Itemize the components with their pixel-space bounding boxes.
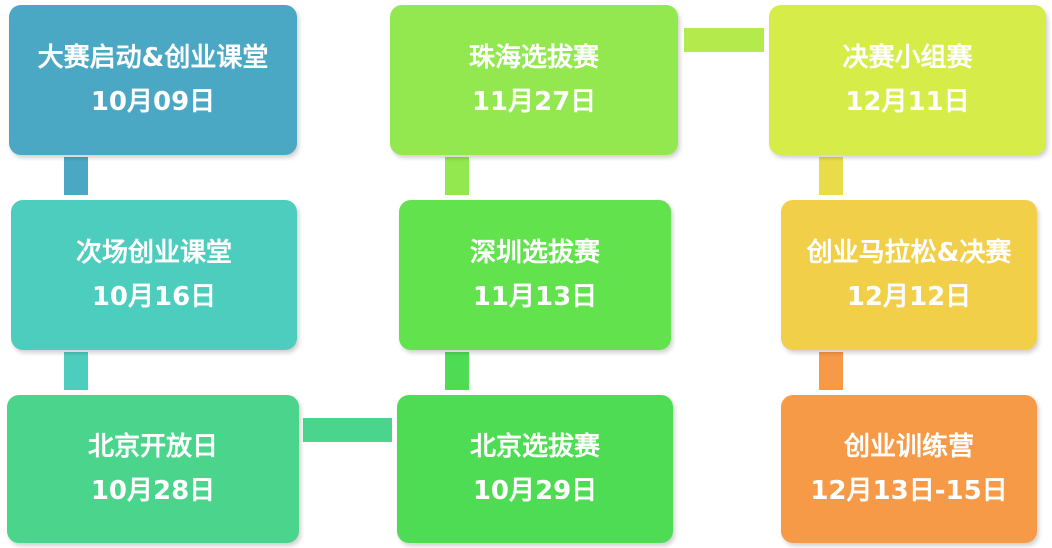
stage-kickoff: 大赛启动&创业课堂 10月09日 xyxy=(9,5,297,155)
stage-beijing-open-day: 北京开放日 10月28日 xyxy=(7,395,299,543)
stage-date: 10月28日 xyxy=(90,476,216,506)
connector-1-2 xyxy=(64,157,88,195)
stage-date: 12月13日-15日 xyxy=(810,476,1008,506)
stage-title: 次场创业课堂 xyxy=(75,238,232,268)
stage-zhuhai-selection: 珠海选拔赛 11月27日 xyxy=(390,5,678,155)
stage-final-group: 决赛小组赛 12月11日 xyxy=(769,5,1046,155)
stage-date: 10月16日 xyxy=(91,282,217,312)
stage-marathon-final: 创业马拉松&决赛 12月12日 xyxy=(781,200,1037,350)
connector-4-7 xyxy=(684,28,764,52)
stage-second-class: 次场创业课堂 10月16日 xyxy=(11,200,297,350)
stage-date: 10月09日 xyxy=(90,87,216,117)
stage-date: 12月12日 xyxy=(846,282,972,312)
stage-date: 12月11日 xyxy=(845,87,970,117)
connector-6-5 xyxy=(445,352,469,390)
stage-date: 11月27日 xyxy=(471,87,597,117)
stage-title: 创业马拉松&决赛 xyxy=(806,238,1012,268)
stage-title: 北京选拔赛 xyxy=(469,432,600,462)
connector-5-4 xyxy=(445,157,469,195)
connector-2-3 xyxy=(64,352,88,390)
stage-title: 深圳选拔赛 xyxy=(469,238,600,268)
stage-date: 10月29日 xyxy=(472,476,598,506)
stage-title: 决赛小组赛 xyxy=(842,43,973,73)
connector-3-6 xyxy=(303,418,392,442)
stage-title: 北京开放日 xyxy=(87,432,218,462)
stage-title: 珠海选拔赛 xyxy=(468,43,599,73)
connector-8-9 xyxy=(819,352,843,390)
stage-shenzhen-selection: 深圳选拔赛 11月13日 xyxy=(399,200,671,350)
stage-title: 大赛启动&创业课堂 xyxy=(37,43,269,73)
stage-title: 创业训练营 xyxy=(843,432,974,462)
connector-7-8 xyxy=(819,157,843,195)
stage-date: 11月13日 xyxy=(472,282,598,312)
stage-training-camp: 创业训练营 12月13日-15日 xyxy=(781,395,1037,543)
stage-beijing-selection: 北京选拔赛 10月29日 xyxy=(397,395,673,543)
